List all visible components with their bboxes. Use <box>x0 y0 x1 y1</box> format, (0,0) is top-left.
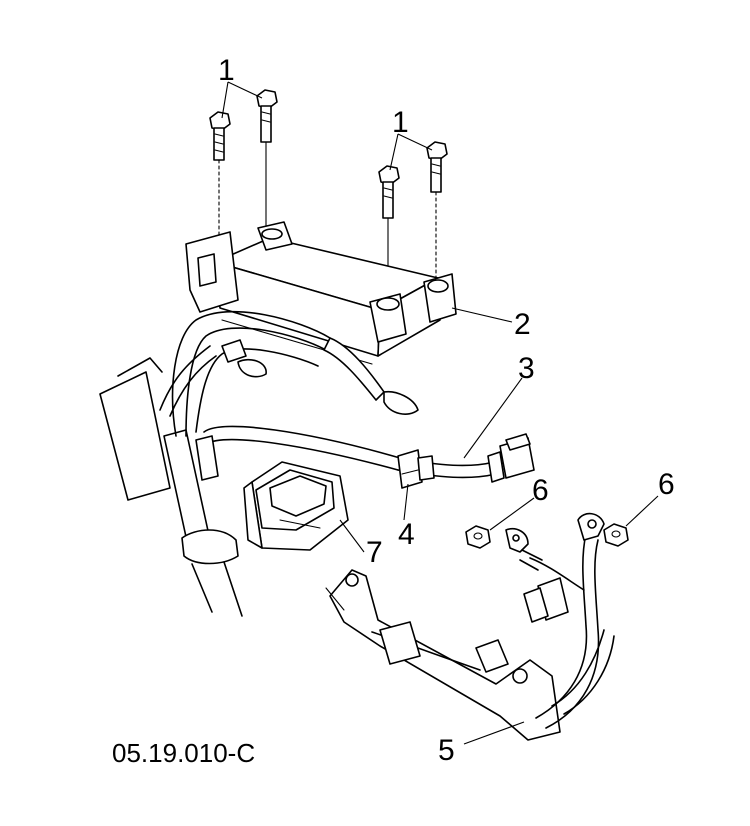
ground-assembly <box>325 512 629 741</box>
callout-5: 5 <box>438 734 455 767</box>
callout-1-right: 1 <box>392 106 409 139</box>
cable-assembly <box>397 433 535 489</box>
callout-3: 3 <box>518 352 535 385</box>
callout-6-right: 6 <box>658 468 675 501</box>
callout-4: 4 <box>398 518 415 551</box>
callout-6-left: 6 <box>532 474 549 507</box>
callout-7: 7 <box>366 536 383 569</box>
bolt-group-left <box>209 89 278 247</box>
leader-lines <box>221 81 659 745</box>
callout-2: 2 <box>514 308 531 341</box>
bolt <box>378 165 400 307</box>
callouts: 1 1 2 3 4 5 6 6 7 <box>218 54 675 767</box>
nut <box>603 523 629 547</box>
bolt <box>426 141 448 283</box>
figure-code: 05.19.010-C <box>112 738 255 768</box>
control-module <box>185 221 457 365</box>
wiring-harness <box>99 310 419 617</box>
nut <box>465 525 491 549</box>
bolt <box>209 111 231 247</box>
callout-1-left: 1 <box>218 54 235 87</box>
mounting-bracket <box>243 461 349 551</box>
bolt-group-right <box>378 141 448 307</box>
bolt <box>256 89 278 229</box>
